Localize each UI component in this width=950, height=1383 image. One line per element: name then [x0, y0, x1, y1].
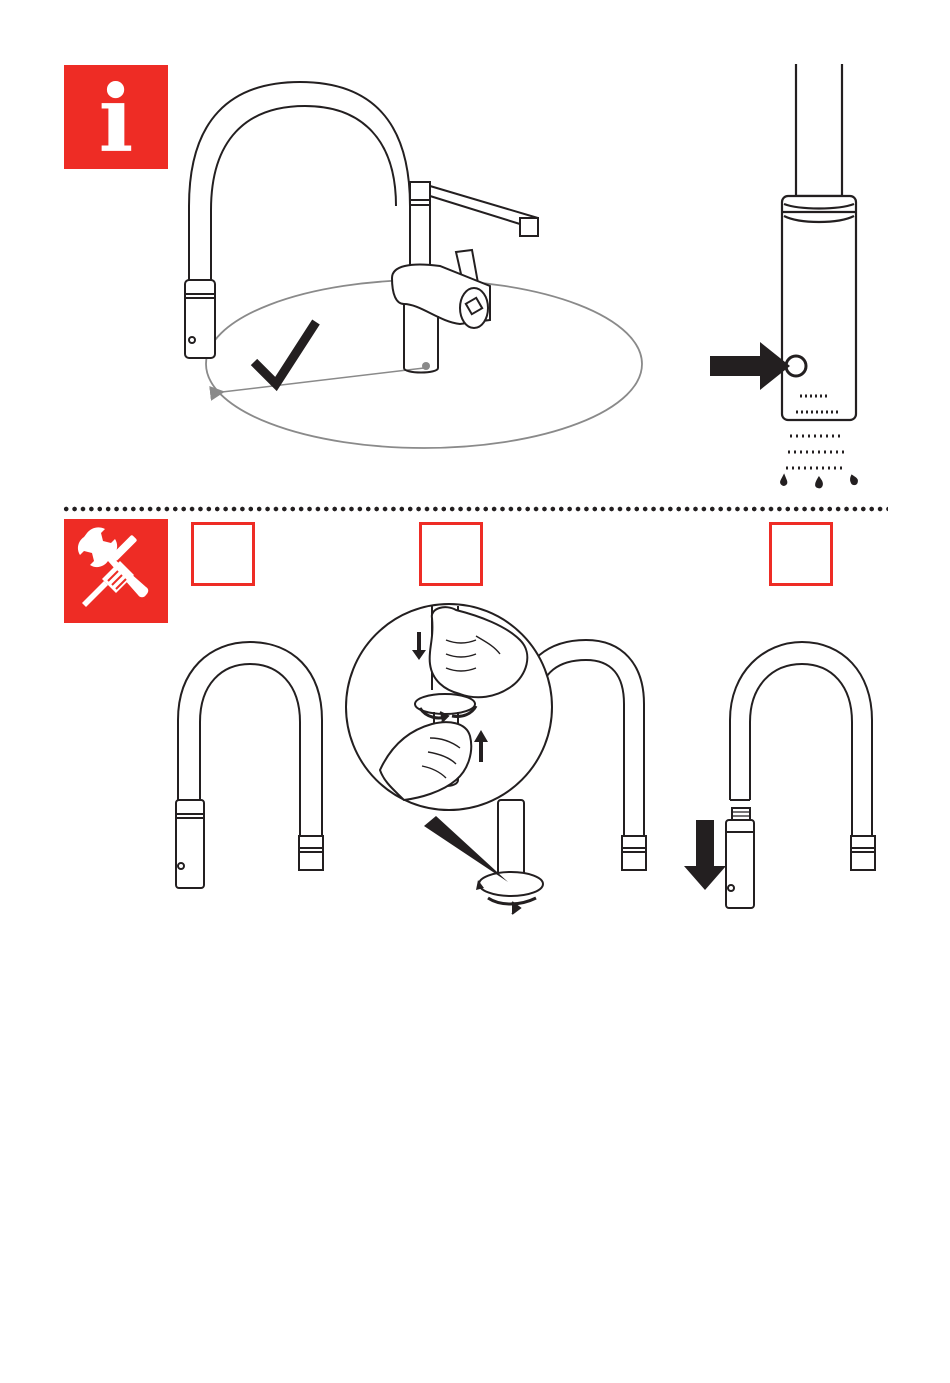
spray-head-removed — [726, 642, 875, 908]
faucet-with-swivel-range — [185, 82, 642, 448]
unscrew-spray-head — [346, 604, 646, 914]
hose-with-spray-head — [176, 642, 323, 888]
arrow-icon — [710, 342, 790, 390]
spray-head-button-detail — [781, 64, 857, 487]
down-arrow-icon — [684, 820, 726, 890]
